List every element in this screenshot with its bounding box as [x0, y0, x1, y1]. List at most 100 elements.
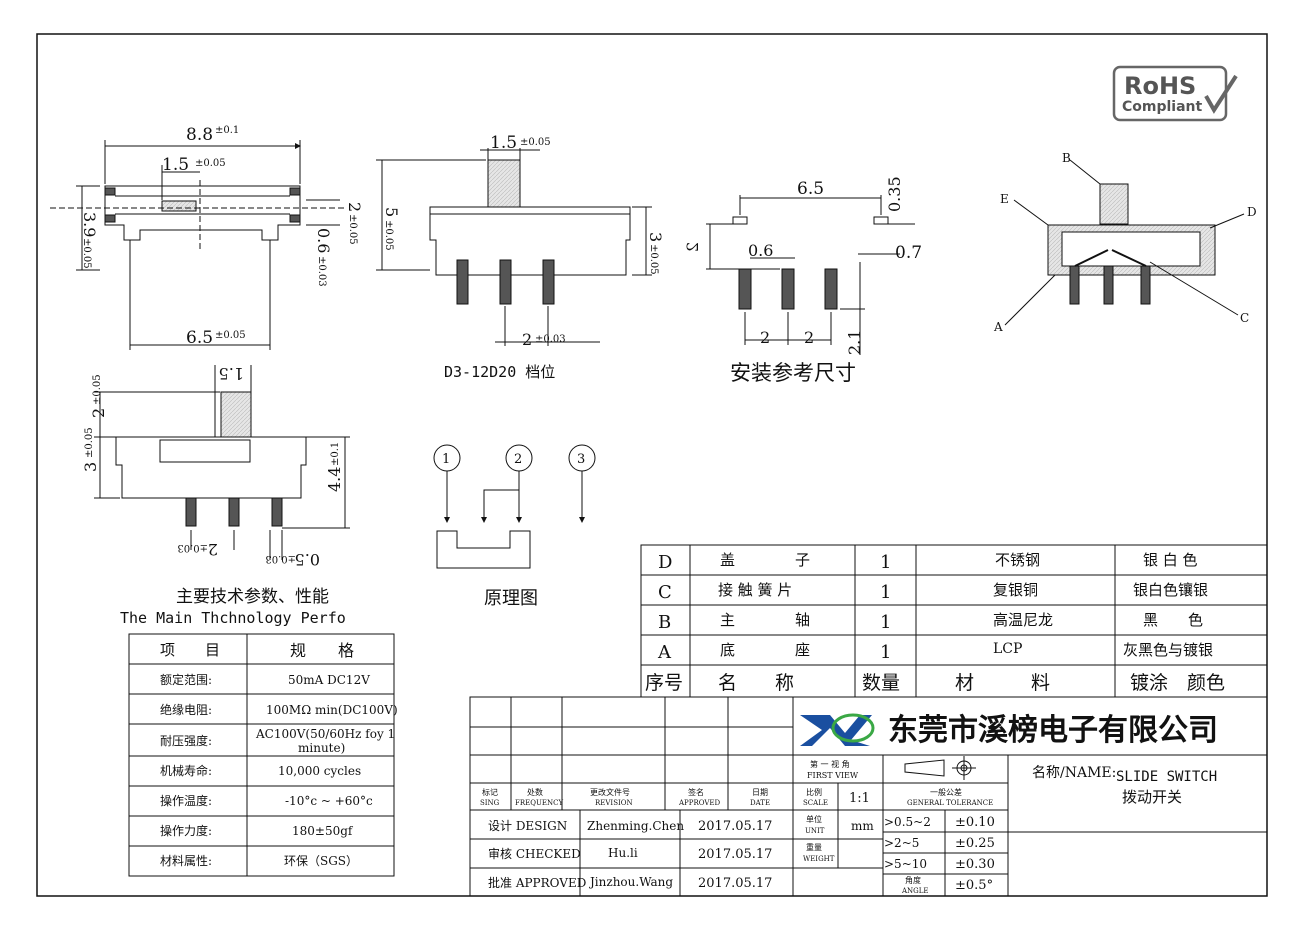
schematic-pin-2: 2 [514, 452, 522, 467]
v1-base-tol: ±0.05 [215, 330, 246, 341]
v3-07-dim: 0.7 [895, 243, 922, 263]
v5-15-dim: 1.5 [219, 364, 244, 383]
specs-row-5-value: 180±50gf [292, 824, 354, 838]
specs-row-0-label: 额定范围: [160, 672, 212, 687]
v1-width-dim: 8.8 [186, 125, 213, 145]
v2-pitch-dim: 2 [522, 330, 532, 349]
v4-label-e: E [1000, 192, 1009, 206]
tol-range-1: >2~5 [884, 836, 919, 850]
bom-row-b-material: 高温尼龙 [993, 611, 1053, 629]
v2-slider-dim: 1.5 [490, 133, 517, 153]
v3-21-dim: 2.1 [845, 330, 864, 355]
v1-pin-tol: ±0.05 [347, 214, 358, 245]
specs-row-0-value: 50mA DC12V [288, 673, 370, 687]
unit-label-en: UNIT [805, 827, 825, 835]
bom-row-c-material: 复银铜 [993, 581, 1038, 599]
v2-height-tol: ±0.05 [383, 220, 394, 251]
approval-design-label: 设计 DESIGN [488, 819, 567, 833]
tol-label-en: GENERAL TOLERANCE [907, 799, 993, 807]
title-block [469, 696, 1268, 897]
v5-2-dim: 2 [89, 408, 108, 418]
v1-slider-tol: ±0.05 [195, 158, 226, 169]
bom-row-b-qty: 1 [880, 612, 891, 633]
bom-row-d-qty: 1 [880, 552, 891, 573]
tol-value-1: ±0.25 [955, 836, 995, 851]
bom-row-a-finish: 灰黑色与镀银 [1123, 641, 1213, 659]
v4-label-a: A [993, 320, 1003, 334]
bom-row-c-name: 接 触 簧 片 [718, 581, 792, 599]
v1-base-dim: 6.5 [186, 328, 213, 348]
v4-label-d: D [1247, 205, 1257, 219]
bom-row-a-material: LCP [993, 641, 1022, 657]
tol-value-2: ±0.30 [955, 857, 995, 872]
rev-date-cn: 日期 [752, 788, 768, 797]
rev-sing-en: SING [480, 799, 500, 807]
bom-header-qty: 数量 [862, 672, 900, 694]
view-mounting [706, 195, 915, 355]
approval-checked-name: Hu.li [608, 846, 638, 860]
approval-approved-label: 批准 APPROVED [488, 875, 586, 890]
bom-row-c-finish: 银白色镶银 [1133, 581, 1208, 599]
schematic-caption: 原理图 [484, 588, 538, 609]
v3-06-dim: 0.6 [748, 241, 773, 260]
specs-row-3-value: 10,000 cycles [278, 764, 361, 778]
v3-pitch2-dim: 2 [804, 328, 814, 347]
bom-row-d-finish: 银 白 色 [1143, 551, 1198, 569]
specs-row-1-label: 绝缘电阻: [160, 702, 212, 717]
view-front-top [50, 140, 345, 350]
schematic-pin-1: 1 [442, 452, 450, 467]
specs-header-item: 项 目 [160, 641, 220, 659]
tol-range-0: >0.5~2 [884, 815, 931, 829]
specs-title-en: The Main Thchnology Perfo [120, 609, 346, 627]
approval-design-date: 2017.05.17 [698, 819, 772, 834]
v1-pinw-tol: ±0.03 [316, 256, 327, 287]
v4-label-b: B [1062, 151, 1071, 165]
rev-appr-cn: 签名 [688, 787, 704, 797]
rohs-text: RoHS [1124, 72, 1196, 100]
bom-row-d-id: D [658, 552, 672, 573]
specs-table [128, 633, 395, 877]
bom-row-a-name: 底 座 [720, 641, 810, 659]
v1-pin-dim: 2 [345, 202, 364, 212]
rev-freq-cn: 处数 [527, 787, 543, 797]
v2-body-dim: 3 [646, 232, 665, 242]
v2-body-tol: ±0.05 [648, 244, 659, 275]
bom-row-d-material: 不锈钢 [995, 551, 1040, 569]
schematic [433, 444, 596, 569]
company-logo [800, 713, 875, 746]
company-name: 东莞市溪榜电子有限公司 [888, 713, 1218, 748]
bom-row-b-finish: 黑 色 [1143, 611, 1203, 629]
approval-checked-label: 审核 CHECKED [488, 846, 581, 861]
v5-3-dim: 3 [81, 462, 100, 472]
specs-row-6-label: 材料属性: [160, 854, 212, 868]
tol-range-2: >5~10 [884, 857, 927, 871]
specs-row-2-label: 耐压强度: [160, 733, 212, 748]
bom-row-b-id: B [658, 612, 671, 633]
unit-value: mm [851, 819, 874, 833]
bom-row-a-qty: 1 [880, 642, 891, 663]
unit-label-cn: 单位 [806, 814, 822, 824]
scale-label-en: SCALE [803, 799, 828, 807]
bom-row-c-id: C [658, 582, 672, 603]
approval-checked-date: 2017.05.17 [698, 847, 772, 862]
name-label: 名称/NAME: [1032, 765, 1116, 781]
v5-05-tol: ±0.03 [265, 553, 296, 564]
specs-header-spec: 规 格 [290, 641, 354, 660]
angle-label-en: ANGLE [901, 887, 929, 895]
view-section [1004, 159, 1245, 326]
v3-span-dim: 6.5 [797, 179, 824, 199]
bom-row-a-id: A [657, 642, 672, 663]
rev-rev-cn: 更改文件号 [590, 787, 630, 797]
specs-row-1-value: 100MΩ min(DC100V) [266, 703, 398, 717]
view-label-en: FIRST VIEW [807, 771, 859, 780]
rev-freq-en: FREQUENCY [515, 799, 563, 807]
schematic-pin-3: 3 [577, 452, 585, 467]
specs-row-4-value: -10°c ~ +60°c [285, 794, 373, 808]
v5-pitch-tol: ±0.03 [177, 542, 208, 553]
v4-label-c: C [1240, 311, 1249, 325]
v1-slider-dim: 1.5 [162, 155, 189, 175]
v2-height-dim: 5 [382, 207, 401, 217]
scale-label-cn: 比例 [806, 787, 822, 797]
scale-value: 1:1 [849, 791, 870, 806]
